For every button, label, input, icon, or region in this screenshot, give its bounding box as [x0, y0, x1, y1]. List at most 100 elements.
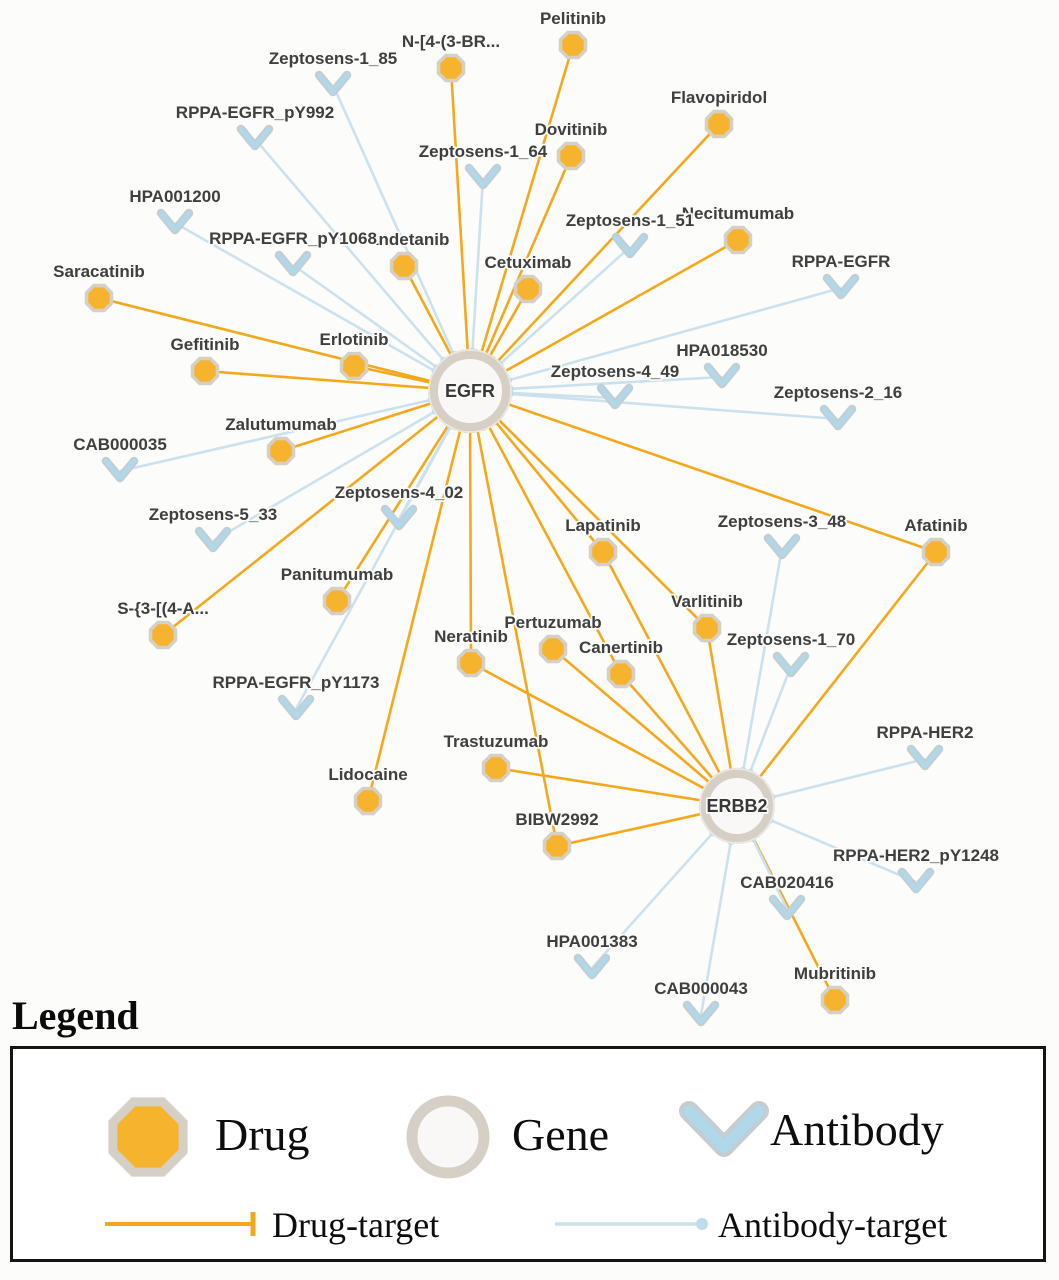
drug-node-trastuzumab[interactable]: [481, 753, 511, 783]
drug-target-edge: [507, 402, 937, 554]
drug-target-edge: [204, 369, 431, 390]
gene-circle-icon: [701, 770, 773, 842]
drug-label-trastuzumab: Trastuzumab: [444, 732, 549, 751]
drug-node-necitumumab[interactable]: [723, 225, 753, 255]
drug-label-erlotinib: Erlotinib: [320, 330, 389, 349]
drug-octagon-icon: [148, 620, 178, 650]
drug-node-gefitinib[interactable]: [190, 356, 220, 386]
antibody-chevron-icon-inner: [770, 896, 804, 919]
antibody-chevron-icon-inner: [158, 210, 192, 233]
drug-node-s-3-4-a[interactable]: [148, 620, 178, 650]
drug-label-necitumumab: Necitumumab: [682, 204, 794, 223]
antibody-label-rppa-egfr-py992: RPPA-EGFR_pY992: [176, 103, 334, 122]
drug-node-pelitinib[interactable]: [558, 30, 588, 60]
drug-octagon-icon: [266, 436, 296, 466]
antibody-chevron-icon-inner: [908, 746, 942, 769]
drug-label-s-3-4-a: S-{3-[(4-A...: [117, 599, 209, 618]
drug-octagon-icon: [542, 831, 572, 861]
drug-legend-label: Drug: [215, 1109, 310, 1160]
antibody-target-edge: [769, 818, 917, 884]
drug-node-panitumumab[interactable]: [322, 586, 352, 616]
antibody-target-edge: [509, 375, 723, 391]
drug-node-erlotinib[interactable]: [339, 351, 369, 381]
antibody-node-cab000035[interactable]: [101, 456, 139, 483]
antibody-chevron-icon-inner: [382, 506, 416, 529]
drug-node-vandetanib[interactable]: [389, 251, 419, 281]
antibody-node-zeptosens-4-49[interactable]: [596, 383, 634, 410]
drug-octagon-icon: [389, 251, 419, 281]
antibody-node-zeptosens-1-64[interactable]: [464, 163, 502, 190]
antibody-chevron-icon-inner: [598, 385, 632, 408]
drug-octagon-icon: [84, 283, 114, 313]
antibody-target-edge: [509, 391, 616, 400]
drug-node-pertuzumab[interactable]: [538, 634, 568, 664]
drug-octagon-icon: [339, 351, 369, 381]
antibody-chevron-icon-inner: [774, 653, 808, 676]
antibody-node-zeptosens-1-70[interactable]: [772, 651, 810, 678]
antibody-node-zeptosens-5-33[interactable]: [194, 526, 232, 553]
antibody-chevron-icon-inner: [279, 696, 313, 719]
antibody-node-zeptosens-1-51[interactable]: [611, 232, 649, 259]
antibody-node-hpa001200[interactable]: [156, 208, 194, 235]
antibody-target-edge: [771, 757, 926, 799]
antibody-chevron-icon-inner: [705, 364, 739, 387]
drug-target-edge-sample: [105, 1212, 256, 1236]
drug-octagon-icon: [538, 634, 568, 664]
gene-node-egfr[interactable]: [428, 349, 512, 433]
drug-node-lapatinib[interactable]: [588, 537, 618, 567]
drug-label-canertinib: Canertinib: [579, 638, 663, 657]
antibody-node-rppa-her2[interactable]: [906, 744, 944, 771]
drug-node-bibw2992[interactable]: [542, 831, 572, 861]
drug-node-mubritinib[interactable]: [820, 985, 850, 1015]
drug-node-lidocaine[interactable]: [353, 786, 383, 816]
antibody-node-cab020416[interactable]: [768, 894, 806, 921]
antibody-node-zeptosens-2-16[interactable]: [819, 404, 857, 431]
gene-node-erbb2[interactable]: [699, 768, 775, 844]
antibody-node-zeptosens-1-85[interactable]: [314, 70, 352, 97]
drug-label-flavopiridol: Flavopiridol: [671, 88, 767, 107]
antibody-label-cab000043: CAB000043: [654, 979, 748, 998]
drug-node-canertinib[interactable]: [606, 659, 636, 689]
drug-node-varlitinib[interactable]: [692, 613, 722, 643]
drug-node-neratinib[interactable]: [456, 648, 486, 678]
antibody-node-rppa-her2-py1248[interactable]: [897, 867, 935, 894]
drug-node-flavopiridol[interactable]: [704, 109, 734, 139]
antibody-node-rppa-egfr-py992[interactable]: [236, 124, 274, 151]
drug-node-dovitinib[interactable]: [556, 141, 586, 171]
antibody-node-cab000043[interactable]: [682, 1000, 720, 1027]
drug-octagon-icon: [436, 53, 466, 83]
antibody-target-edge: [748, 665, 793, 773]
drug-octagon-icon: [456, 648, 486, 678]
drug-node-n-4-3-br[interactable]: [436, 53, 466, 83]
antibody-label-zeptosens-3-48: Zeptosens-3_48: [718, 512, 847, 531]
drug-node-saracatinib[interactable]: [84, 283, 114, 313]
drug-label-saracatinib: Saracatinib: [53, 262, 145, 281]
antibody-target-edge: [294, 425, 452, 710]
drug-octagon-icon: [704, 109, 734, 139]
antibody-chevron-icon-inner: [821, 406, 855, 429]
drug-target-edge: [504, 238, 739, 373]
antibody-node-zeptosens-4-02[interactable]: [380, 504, 418, 531]
antibody-node-rppa-egfr-py1173[interactable]: [277, 694, 315, 721]
antibody-node-rppa-egfr[interactable]: [822, 273, 860, 300]
drug-label-pertuzumab: Pertuzumab: [504, 613, 601, 632]
antibody-target-edge: [119, 398, 432, 473]
antibody-node-hpa018530[interactable]: [703, 362, 741, 389]
antibody-node-hpa001383[interactable]: [573, 953, 611, 980]
antibody-label-cab000035: CAB000035: [73, 435, 167, 454]
drug-label-panitumumab: Panitumumab: [281, 565, 393, 584]
legend-box: Drug Gene Antibody Drug-target Antibody-…: [10, 1046, 1046, 1262]
drug-target-edge: [487, 425, 623, 675]
edges-layer: [98, 44, 938, 1016]
drug-label-bibw2992: BIBW2992: [515, 810, 598, 829]
drug-node-cetuximab[interactable]: [513, 274, 543, 304]
drug-legend-icon: [108, 1097, 188, 1177]
antibody-node-zeptosens-3-48[interactable]: [763, 533, 801, 560]
drug-node-zalutumumab[interactable]: [266, 436, 296, 466]
antibody-node-rppa-egfr-py1068[interactable]: [274, 250, 312, 277]
antibody-chevron-icon-inner: [466, 165, 500, 188]
drug-label-mubritinib: Mubritinib: [794, 964, 876, 983]
antibody-chevron-icon-inner: [276, 252, 310, 275]
drug-node-afatinib[interactable]: [921, 537, 951, 567]
